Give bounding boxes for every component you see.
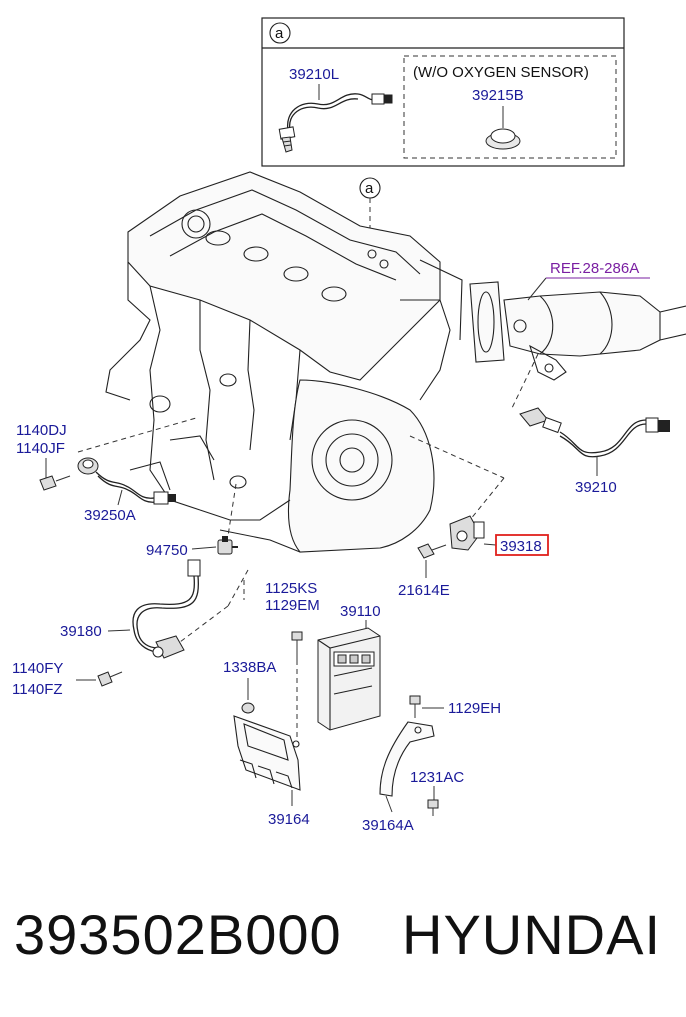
label-21614E[interactable]: 21614E: [398, 582, 450, 599]
bolt-21614E-icon: [417, 543, 447, 559]
label-39210[interactable]: 39210: [575, 479, 617, 496]
label-1140FY[interactable]: 1140FY: [12, 660, 63, 677]
label-1231AC[interactable]: 1231AC: [410, 769, 464, 786]
part-number: 393502B000: [14, 903, 342, 966]
ecu-39110-icon: [317, 627, 381, 731]
bolt-1129EH-icon: [409, 695, 421, 718]
oxygen-sensor-39210-icon: [519, 407, 670, 458]
brand-name: HYUNDAI: [402, 903, 662, 966]
label-1129EM[interactable]: 1129EM: [265, 597, 320, 614]
label-39215B[interactable]: 39215B: [472, 87, 524, 104]
label-39210L[interactable]: 39210L: [289, 66, 339, 83]
label-39110[interactable]: 39110: [340, 603, 381, 620]
oil-pressure-switch-94750-icon: [217, 536, 238, 555]
bolt-1140-icon: [39, 475, 71, 491]
label-1125KS[interactable]: 1125KS: [265, 580, 317, 597]
label-1140DJ[interactable]: 1140DJ: [16, 422, 67, 439]
label-39164[interactable]: 39164: [268, 811, 310, 828]
inset-note: (W/O OXYGEN SENSOR): [413, 64, 589, 81]
bracket-39164-icon: [233, 715, 301, 791]
inset-callout-circle: [269, 22, 291, 44]
label-39164A[interactable]: 39164A: [362, 817, 414, 834]
leader-39210: [511, 353, 539, 409]
washer-1338BA-icon: [241, 702, 255, 714]
label-1140JF[interactable]: 1140JF: [16, 440, 65, 457]
knock-sensor-39250A-icon: [77, 457, 176, 505]
bolt-1140FY-icon: [97, 671, 123, 687]
grommet-39215B-icon: [485, 128, 521, 150]
oxygen-sensor-39210L-icon: [278, 93, 393, 153]
footer: 393502B000 HYUNDAI: [0, 890, 686, 980]
bracket-39164A-icon: [379, 721, 435, 797]
crank-sensor-39180-icon: [132, 559, 201, 659]
label-94750[interactable]: 94750: [146, 542, 188, 559]
exhaust-manifold-drawing: REF.28-286A: [469, 260, 686, 381]
parts-diagram: a (W/O OXYGEN SENSOR) 39215B 39210L a: [12, 17, 686, 834]
label-1338BA[interactable]: 1338BA: [223, 659, 276, 676]
label-1140FZ[interactable]: 1140FZ: [12, 681, 63, 698]
inset-callout-letter: a: [275, 25, 284, 42]
label-ref-28-286A[interactable]: REF.28-286A: [550, 260, 639, 277]
label-39318[interactable]: 39318: [500, 538, 542, 555]
cam-sensor-39318-icon: [449, 515, 485, 551]
label-1129EH[interactable]: 1129EH: [448, 700, 501, 717]
bolt-1125KS-icon: [291, 631, 303, 660]
inset-box: a (W/O OXYGEN SENSOR) 39215B 39210L: [261, 17, 625, 167]
inset-alt-box: [403, 55, 617, 159]
highlight-39318: [495, 534, 549, 556]
engine-callout-letter: a: [365, 180, 374, 197]
label-39250A[interactable]: 39250A: [84, 507, 136, 524]
label-39180[interactable]: 39180: [60, 623, 102, 640]
bolt-1231AC-icon: [427, 799, 439, 816]
